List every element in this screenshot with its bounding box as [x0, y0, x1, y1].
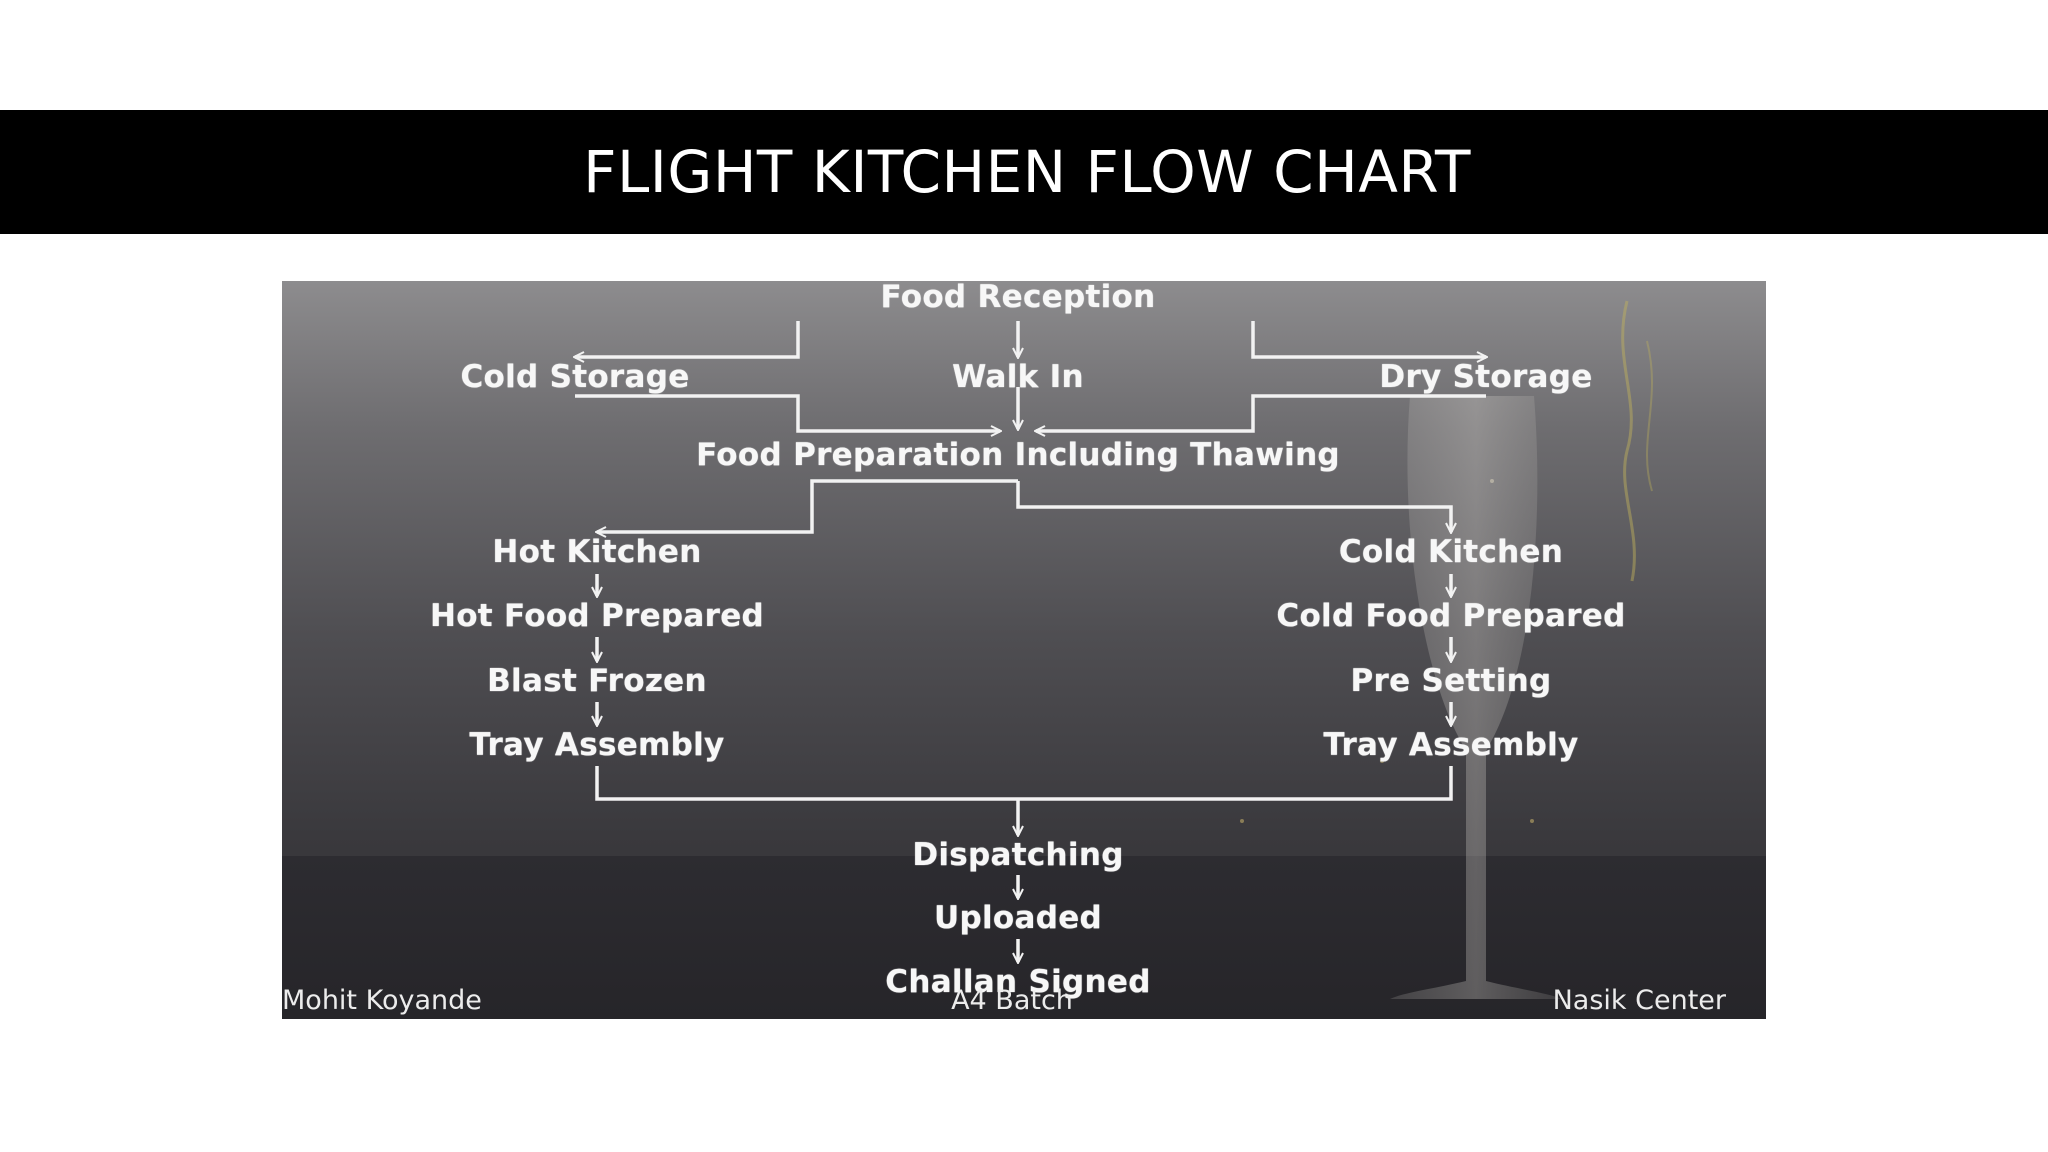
node-food-reception: Food Reception: [880, 281, 1156, 315]
node-cold-kitchen: Cold Kitchen: [1338, 534, 1564, 570]
flow-connectors: [282, 321, 1766, 1019]
node-blast-frozen: Blast Frozen: [487, 663, 707, 699]
node-tray-assembly-hot: Tray Assembly: [469, 727, 725, 763]
node-hot-kitchen: Hot Kitchen: [492, 534, 702, 570]
champagne-glass-decoration: [1240, 300, 1653, 999]
node-cold-storage: Cold Storage: [460, 359, 690, 395]
credit-center: Nasik Center: [1552, 985, 1726, 1016]
credit-batch: A4 Batch: [951, 985, 1073, 1016]
node-cold-food-prepared: Cold Food Prepared: [1276, 598, 1626, 634]
node-uploaded: Uploaded: [933, 900, 1103, 936]
node-hot-food-prepared: Hot Food Prepared: [429, 598, 765, 634]
node-dry-storage: Dry Storage: [1379, 359, 1593, 395]
node-challan-signed: Challan Signed: [885, 964, 1151, 1000]
node-pre-setting: Pre Setting: [1350, 663, 1552, 699]
slide-title: FLIGHT KITCHEN FLOW CHART: [583, 138, 1471, 206]
credit-author: Mohit Koyande: [282, 985, 482, 1016]
node-food-preparation: Food Preparation Including Thawing: [696, 437, 1340, 473]
flowchart-image: Food Reception Cold Storage Walk In Dry …: [282, 281, 1766, 1019]
node-walk-in: Walk In: [952, 359, 1084, 395]
title-bar: FLIGHT KITCHEN FLOW CHART: [0, 110, 2048, 234]
node-tray-assembly-cold: Tray Assembly: [1323, 727, 1579, 763]
node-dispatching: Dispatching: [912, 837, 1124, 873]
